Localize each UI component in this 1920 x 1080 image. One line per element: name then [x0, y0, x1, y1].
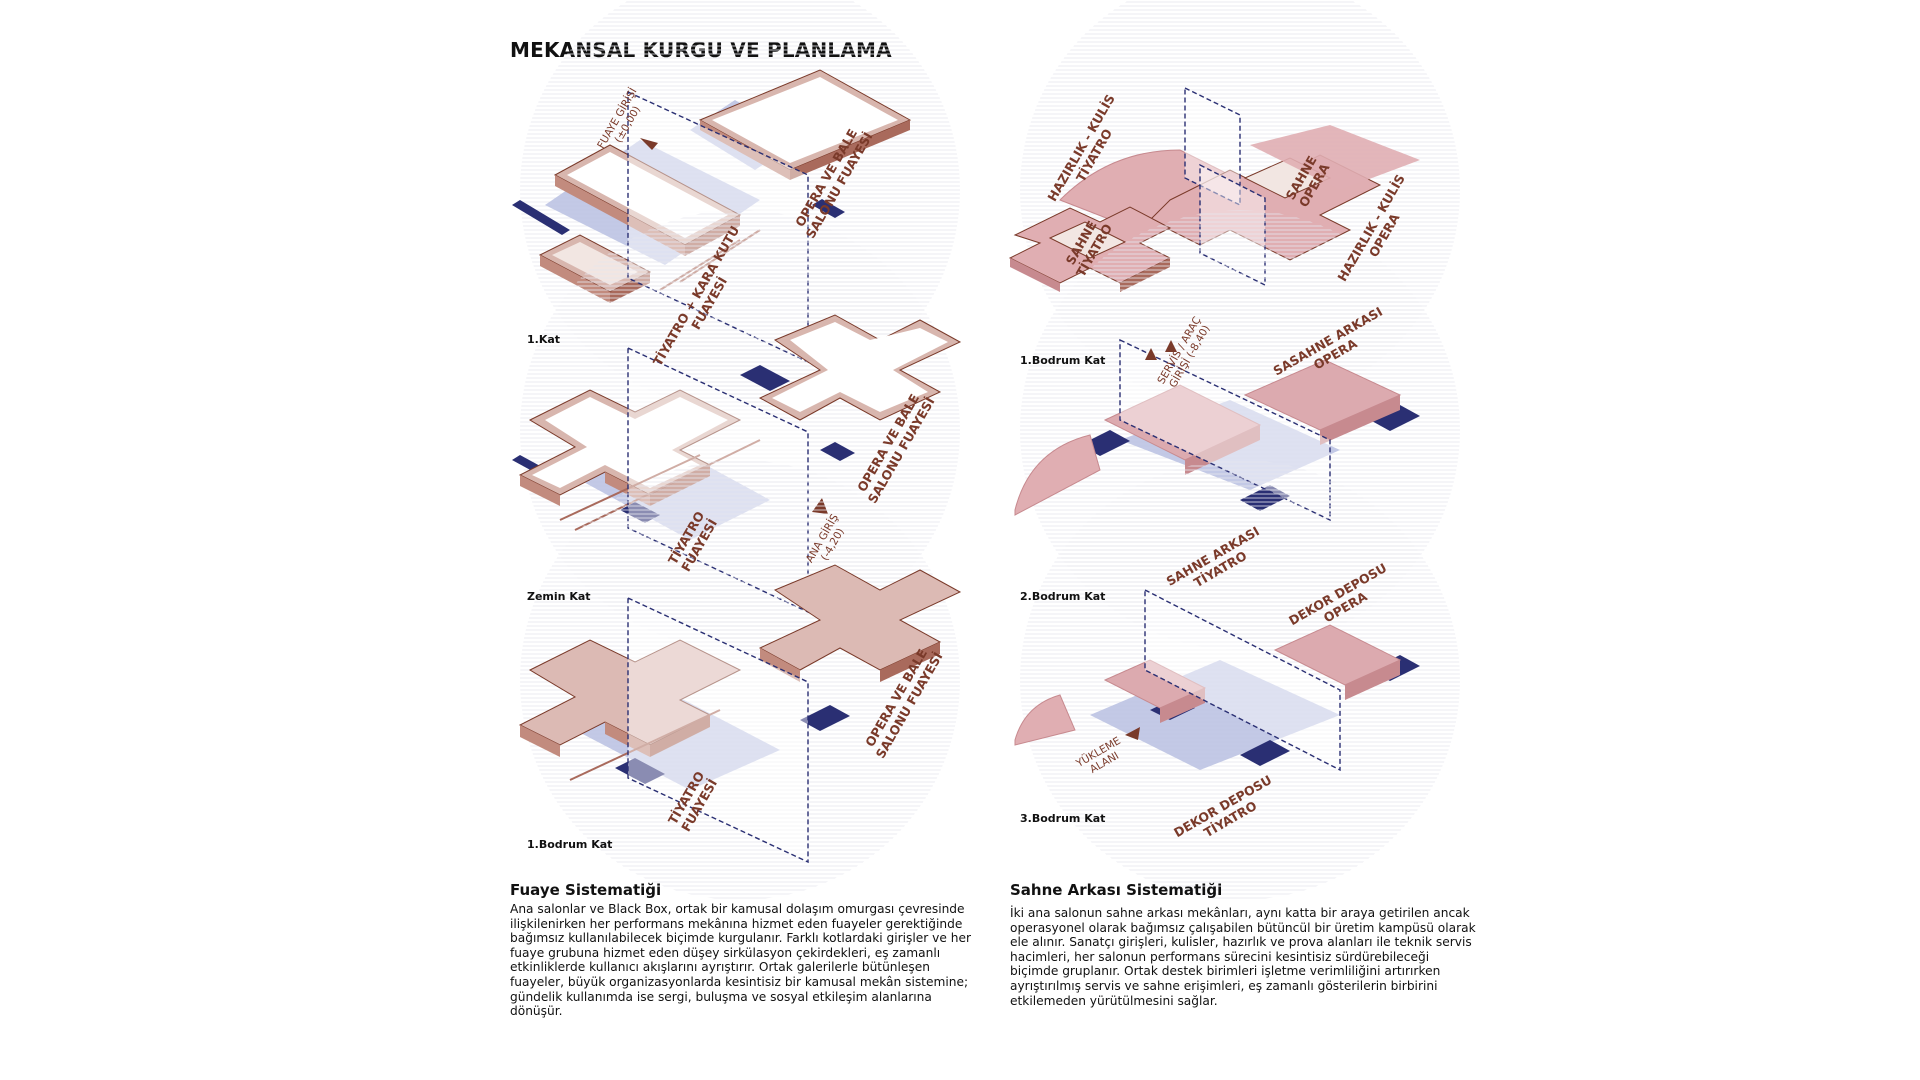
section-plane — [627, 596, 809, 864]
block-wall — [650, 715, 710, 757]
section-body-backstage: İki ana salonun sahne arkası mekânları, … — [1010, 906, 1476, 1008]
navy-bar — [820, 442, 855, 461]
block-wall — [520, 475, 560, 506]
navy-bar — [740, 365, 790, 391]
section-plane — [1184, 86, 1241, 207]
stage-inner — [1048, 221, 1127, 259]
block-wall — [880, 642, 940, 682]
pink-arc — [1059, 149, 1252, 236]
navy-bar — [1240, 740, 1290, 766]
section-title-backstage: Sahne Arkası Sistematiği — [1010, 881, 1223, 899]
block-wall — [1185, 425, 1260, 475]
floor-label-left-3: 1.Bodrum Kat — [527, 838, 613, 851]
floor-label-right-2: 2.Bodrum Kat — [1020, 590, 1106, 603]
block-wall — [1320, 395, 1400, 445]
floor-label-right-1: 1.Bodrum Kat — [1020, 354, 1106, 367]
block-wall — [790, 120, 910, 180]
entry-arrow — [1125, 727, 1140, 740]
section-body-foyer: Ana salonlar ve Black Box, ortak bir kam… — [510, 902, 971, 1019]
section-plane — [1144, 588, 1341, 772]
hatch-disc — [520, 460, 960, 900]
flow-line — [569, 709, 721, 781]
pink-arc — [1014, 434, 1101, 516]
pink-arc — [1014, 694, 1076, 746]
block-plate — [772, 322, 948, 412]
pink-slab — [1250, 125, 1420, 190]
floor-label-left-1: 1.Kat — [527, 333, 561, 346]
block-wall — [700, 120, 790, 180]
block-plate — [712, 77, 898, 163]
navy-bar — [512, 200, 570, 235]
block-wall — [520, 725, 560, 757]
navy-bar — [812, 199, 845, 218]
block-wall — [1345, 660, 1400, 700]
section-title-foyer: Fuaye Sistematiği — [510, 881, 662, 899]
navy-bar — [800, 705, 850, 731]
left-diagram-3 — [518, 460, 962, 900]
block-wall — [1160, 688, 1205, 723]
entry-arrow — [640, 138, 658, 150]
entry-arrow — [1145, 348, 1157, 360]
right-diagram-3 — [1014, 460, 1460, 900]
block-wall — [1010, 258, 1060, 292]
navy-bar — [1370, 405, 1420, 431]
floor-label-left-2: Zemin Kat — [527, 590, 591, 603]
navy-bar — [615, 758, 665, 784]
entry-arrow — [1165, 340, 1177, 352]
floor-label-right-3: 3.Bodrum Kat — [1020, 812, 1106, 825]
flow-line — [559, 454, 701, 521]
lavender-slab — [1090, 660, 1340, 770]
